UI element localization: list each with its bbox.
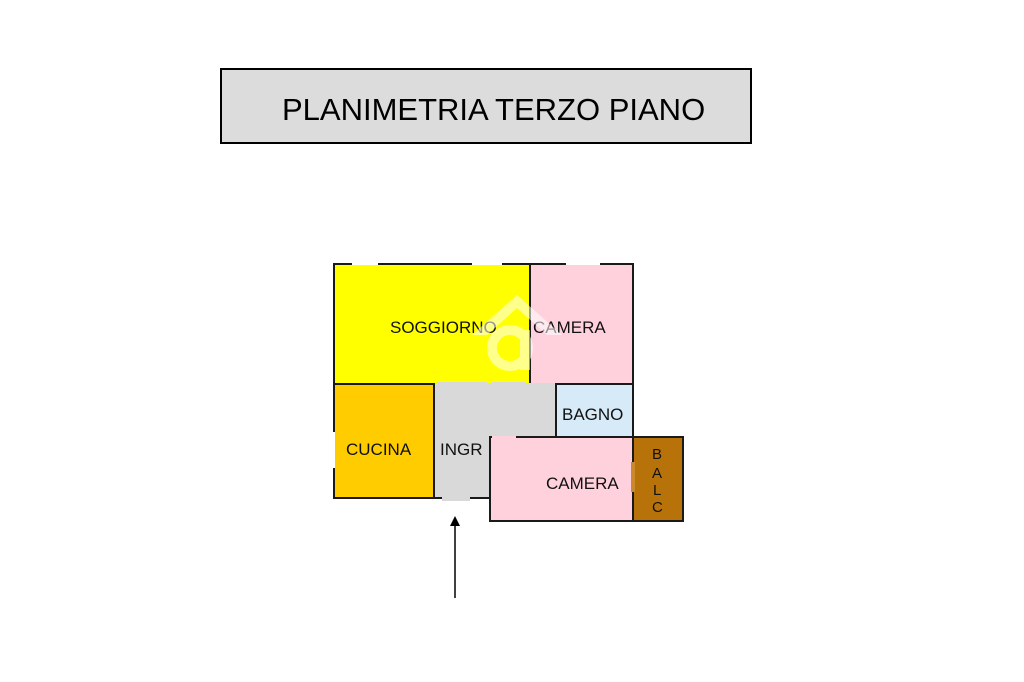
label-balcone-b: B <box>652 446 663 463</box>
door-opening-camera-bottom <box>492 436 516 440</box>
window-camera-top <box>566 263 600 265</box>
watermark-logo-icon <box>472 295 562 371</box>
label-balcone-c: C <box>652 499 663 516</box>
label-balcone-a: A <box>652 465 663 482</box>
window-soggiorno-1 <box>352 263 378 265</box>
title-box: PLANIMETRIA TERZO PIANO <box>220 68 752 144</box>
arrow-up-icon <box>450 516 460 598</box>
door-opening-ingr-top <box>437 382 487 387</box>
window-cucina <box>333 432 335 468</box>
door-opening-entrance <box>442 496 470 501</box>
label-soggiorno: SOGGIORNO <box>390 318 497 337</box>
label-bagno: BAGNO <box>562 405 624 424</box>
window-soggiorno-2 <box>472 263 502 265</box>
label-cucina: CUCINA <box>346 440 412 459</box>
label-camera-bottom: CAMERA <box>546 474 619 493</box>
label-balcone-l: L <box>653 482 662 499</box>
page-title: PLANIMETRIA TERZO PIANO <box>282 92 706 127</box>
door-opening-balcone <box>631 462 635 492</box>
door-opening-corridor <box>492 382 526 387</box>
label-ingresso: INGR <box>440 440 483 459</box>
